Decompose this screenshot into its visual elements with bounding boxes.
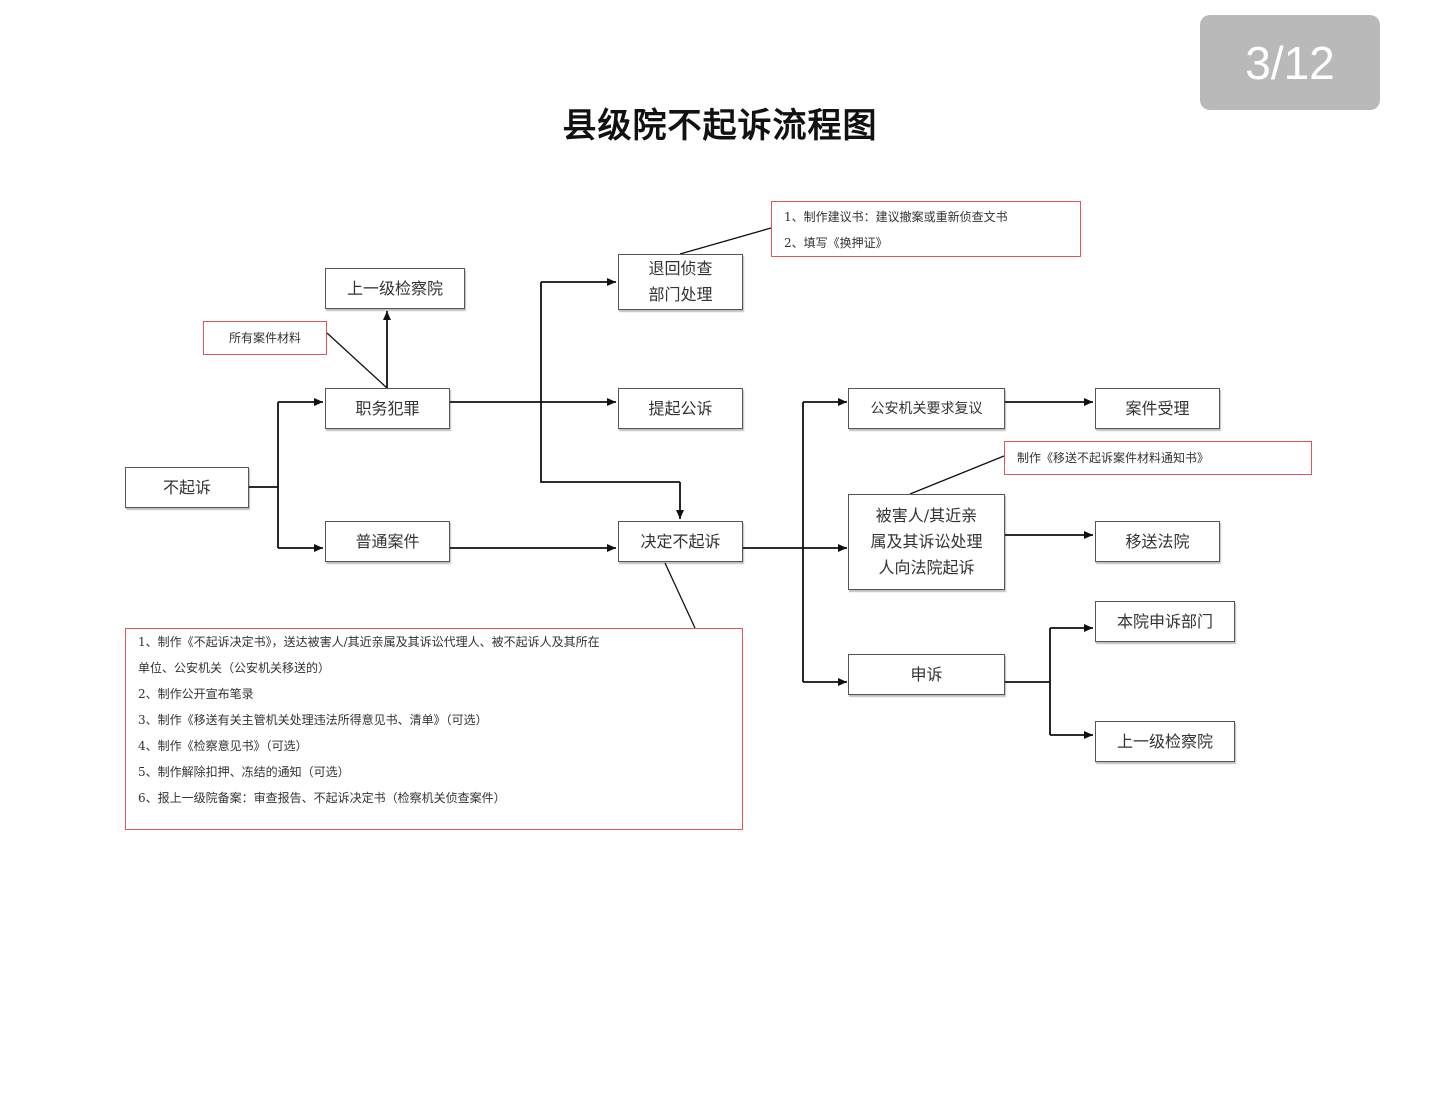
connector-shensu-fork bbox=[1004, 628, 1051, 735]
decision-task-line: 4、制作《检察意见书》（可选） bbox=[138, 739, 308, 753]
note-reinvestigation: 1、制作建议书：建议撤案或重新侦查文书 2、填写《换押证》 bbox=[771, 201, 1081, 257]
decision-task-line: 单位、公安机关（公安机关移送的） bbox=[138, 661, 331, 675]
leader-transfer-notice bbox=[909, 455, 1005, 495]
leader-case-materials bbox=[326, 332, 388, 389]
leader-decision-tasks bbox=[664, 562, 696, 629]
connector-root-trunk bbox=[248, 402, 279, 548]
note-case-materials: 所有案件材料 bbox=[203, 321, 327, 355]
node-an-jian-shou-li: 案件受理 bbox=[1095, 388, 1220, 429]
decision-task-line: 6、报上一级院备案：审查报告、不起诉决定书（检察机关侦查案件） bbox=[138, 791, 506, 805]
node-pu-tong-an-jian: 普通案件 bbox=[325, 521, 450, 562]
node-tui-hui-zhen-cha: 退回侦查 部门处理 bbox=[618, 254, 743, 310]
node-upper-procuratorate-bottom: 上一级检察院 bbox=[1095, 721, 1235, 762]
node-ben-yuan-shen-su: 本院申诉部门 bbox=[1095, 601, 1235, 642]
node-upper-procuratorate-top: 上一级检察院 bbox=[325, 268, 465, 309]
node-bu-qi-su: 不起诉 bbox=[125, 467, 249, 508]
note-reinvestigation-line-1: 1、制作建议书：建议撤案或重新侦查文书 bbox=[784, 210, 1008, 224]
leader-reinvestigation bbox=[679, 227, 772, 255]
node-gong-an-fu-yi: 公安机关要求复议 bbox=[848, 388, 1005, 429]
note-transfer-notice: 制作《移送不起诉案件材料通知书》 bbox=[1004, 441, 1312, 475]
decision-task-line: 5、制作解除扣押、冻结的通知（可选） bbox=[138, 765, 350, 779]
decision-task-line: 3、制作《移送有关主管机关处理违法所得意见书、清单》（可选） bbox=[138, 713, 488, 727]
diagram-title: 县级院不起诉流程图 bbox=[562, 106, 878, 146]
node-zhi-wu-fan-zui: 职务犯罪 bbox=[325, 388, 450, 429]
node-ti-qi-gong-su: 提起公诉 bbox=[618, 388, 743, 429]
connector-bus-down bbox=[540, 402, 680, 483]
page-indicator: 3/12 bbox=[1200, 15, 1380, 110]
note-reinvestigation-line-2: 2、填写《换押证》 bbox=[784, 236, 888, 250]
node-bei-hai-ren: 被害人/其近亲 属及其诉讼处理 人向法院起诉 bbox=[848, 494, 1005, 590]
node-shen-su: 申诉 bbox=[848, 654, 1005, 695]
decision-task-line: 1、制作《不起诉决定书》，送达被害人/其近亲属及其诉讼代理人、被不起诉人及其所在 bbox=[138, 635, 600, 649]
connector-right-trunk bbox=[742, 402, 804, 682]
node-jue-ding-bu-qi-su: 决定不起诉 bbox=[618, 521, 743, 562]
node-yi-song-fa-yuan: 移送法院 bbox=[1095, 521, 1220, 562]
note-decision-tasks: 1、制作《不起诉决定书》，送达被害人/其近亲属及其诉讼代理人、被不起诉人及其所在… bbox=[125, 628, 743, 830]
decision-task-line: 2、制作公开宣布笔录 bbox=[138, 687, 254, 701]
